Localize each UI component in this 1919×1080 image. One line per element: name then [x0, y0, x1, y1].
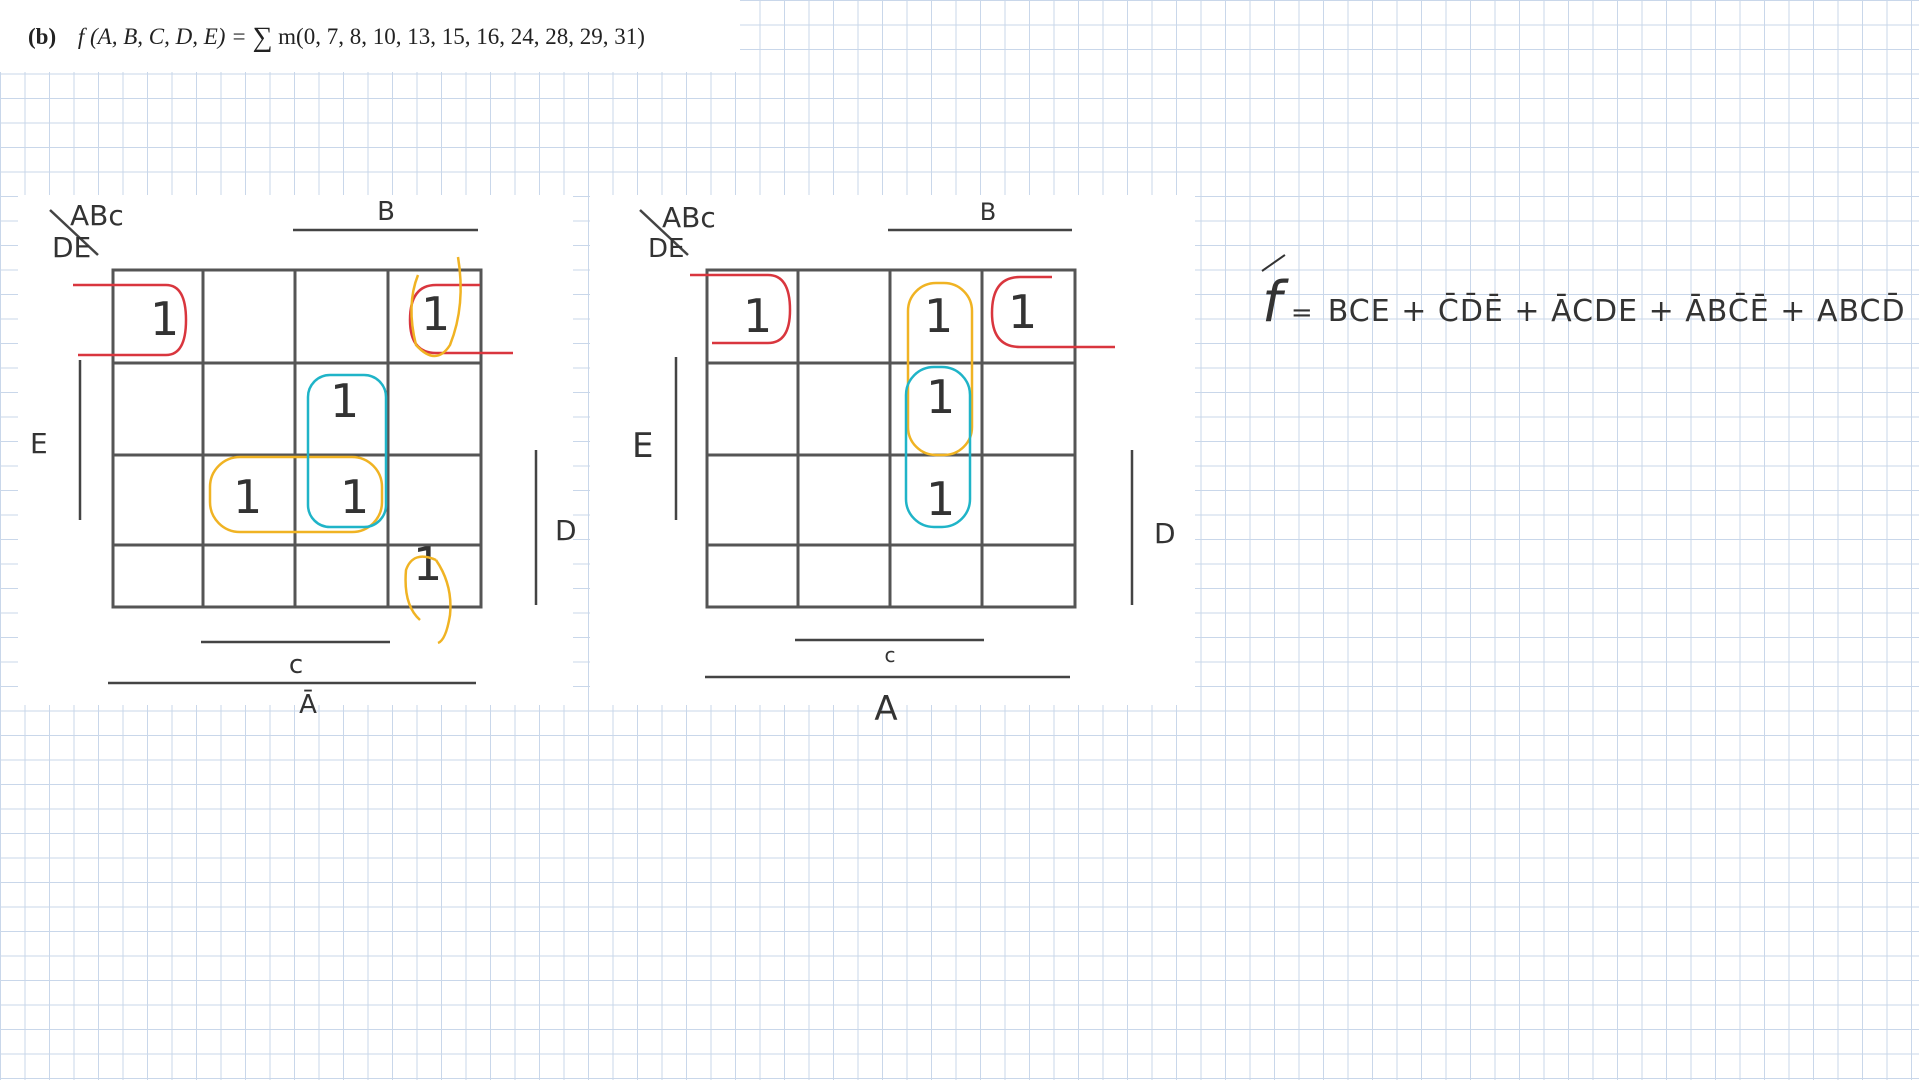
group-red-left: [690, 273, 792, 345]
group-red-right: [408, 283, 513, 355]
corner-label-top: ABc: [70, 199, 124, 232]
result-sum-of-products: BCE + C̄D̄Ē + ĀCDE + ĀBC̄Ē + ABCD̄: [1327, 294, 1906, 329]
problem-tag: (b): [28, 24, 57, 49]
group-yellow-pair: [208, 455, 384, 534]
corner-diagonal: [49, 209, 99, 256]
cell-one: 1: [421, 287, 450, 341]
cell-one: 1: [330, 374, 359, 428]
cell-one: 1: [1008, 285, 1037, 339]
kmap-grid: [705, 268, 1077, 609]
corner-label-bottom: DE: [648, 234, 684, 264]
result-expression: f = BCE + C̄D̄Ē + ĀCDE + ĀBC̄Ē + ABCD̄: [1262, 270, 1906, 335]
label-c: c: [289, 650, 303, 680]
kmap-right-panel: ABc DE B E D c A 1 1 1 1 1: [590, 195, 1195, 729]
corner-diagonal: [639, 209, 689, 256]
kmap-grid: [111, 268, 483, 609]
label-d: D: [555, 514, 577, 547]
sigma-symbol: ∑: [252, 22, 273, 53]
label-a: A: [874, 689, 897, 729]
cell-one: 1: [233, 470, 262, 524]
group-yellow-column: [906, 281, 974, 457]
cell-one: 1: [340, 470, 369, 524]
group-cyan-pair: [306, 373, 388, 529]
problem-statement: (b) f (A, B, C, D, E) = ∑ m(0, 7, 8, 10,…: [28, 22, 645, 54]
group-red-right: [990, 275, 1115, 349]
minterm-list: m(0, 7, 8, 10, 13, 15, 16, 24, 28, 29, 3…: [278, 24, 645, 49]
corner-label-top: ABc: [662, 201, 716, 234]
kmap-right: ABc DE B E D c A 1 1 1 1 1: [632, 198, 1176, 729]
label-e: E: [632, 426, 653, 466]
cell-one: 1: [926, 370, 955, 424]
group-yellow-corner-top: [410, 256, 462, 358]
kmap-left-panel: ABc DE B E D c Ā 1 1 1 1 1 1: [18, 195, 577, 720]
corner-label-bottom: DE: [52, 231, 91, 264]
kmap-left: ABc DE B E D c Ā 1 1 1 1 1 1: [30, 197, 577, 720]
cell-one: 1: [924, 289, 953, 343]
label-c: c: [885, 643, 896, 667]
group-red-left: [73, 283, 188, 357]
group-yellow-corner-bottom: [404, 555, 452, 645]
result-equals: =: [1290, 298, 1313, 328]
group-cyan-column: [904, 365, 972, 529]
label-b: B: [377, 197, 395, 227]
label-b: B: [980, 198, 996, 226]
cell-one: 1: [743, 289, 772, 343]
label-a-bar: Ā: [299, 689, 317, 720]
result-f: f: [1262, 270, 1282, 335]
label-d: D: [1154, 517, 1176, 550]
cell-one: 1: [150, 292, 179, 346]
function-signature: f (A, B, C, D, E) =: [77, 24, 253, 49]
label-e: E: [30, 427, 48, 460]
cell-one: 1: [926, 472, 955, 526]
problem-statement-panel: (b) f (A, B, C, D, E) = ∑ m(0, 7, 8, 10,…: [0, 0, 740, 72]
